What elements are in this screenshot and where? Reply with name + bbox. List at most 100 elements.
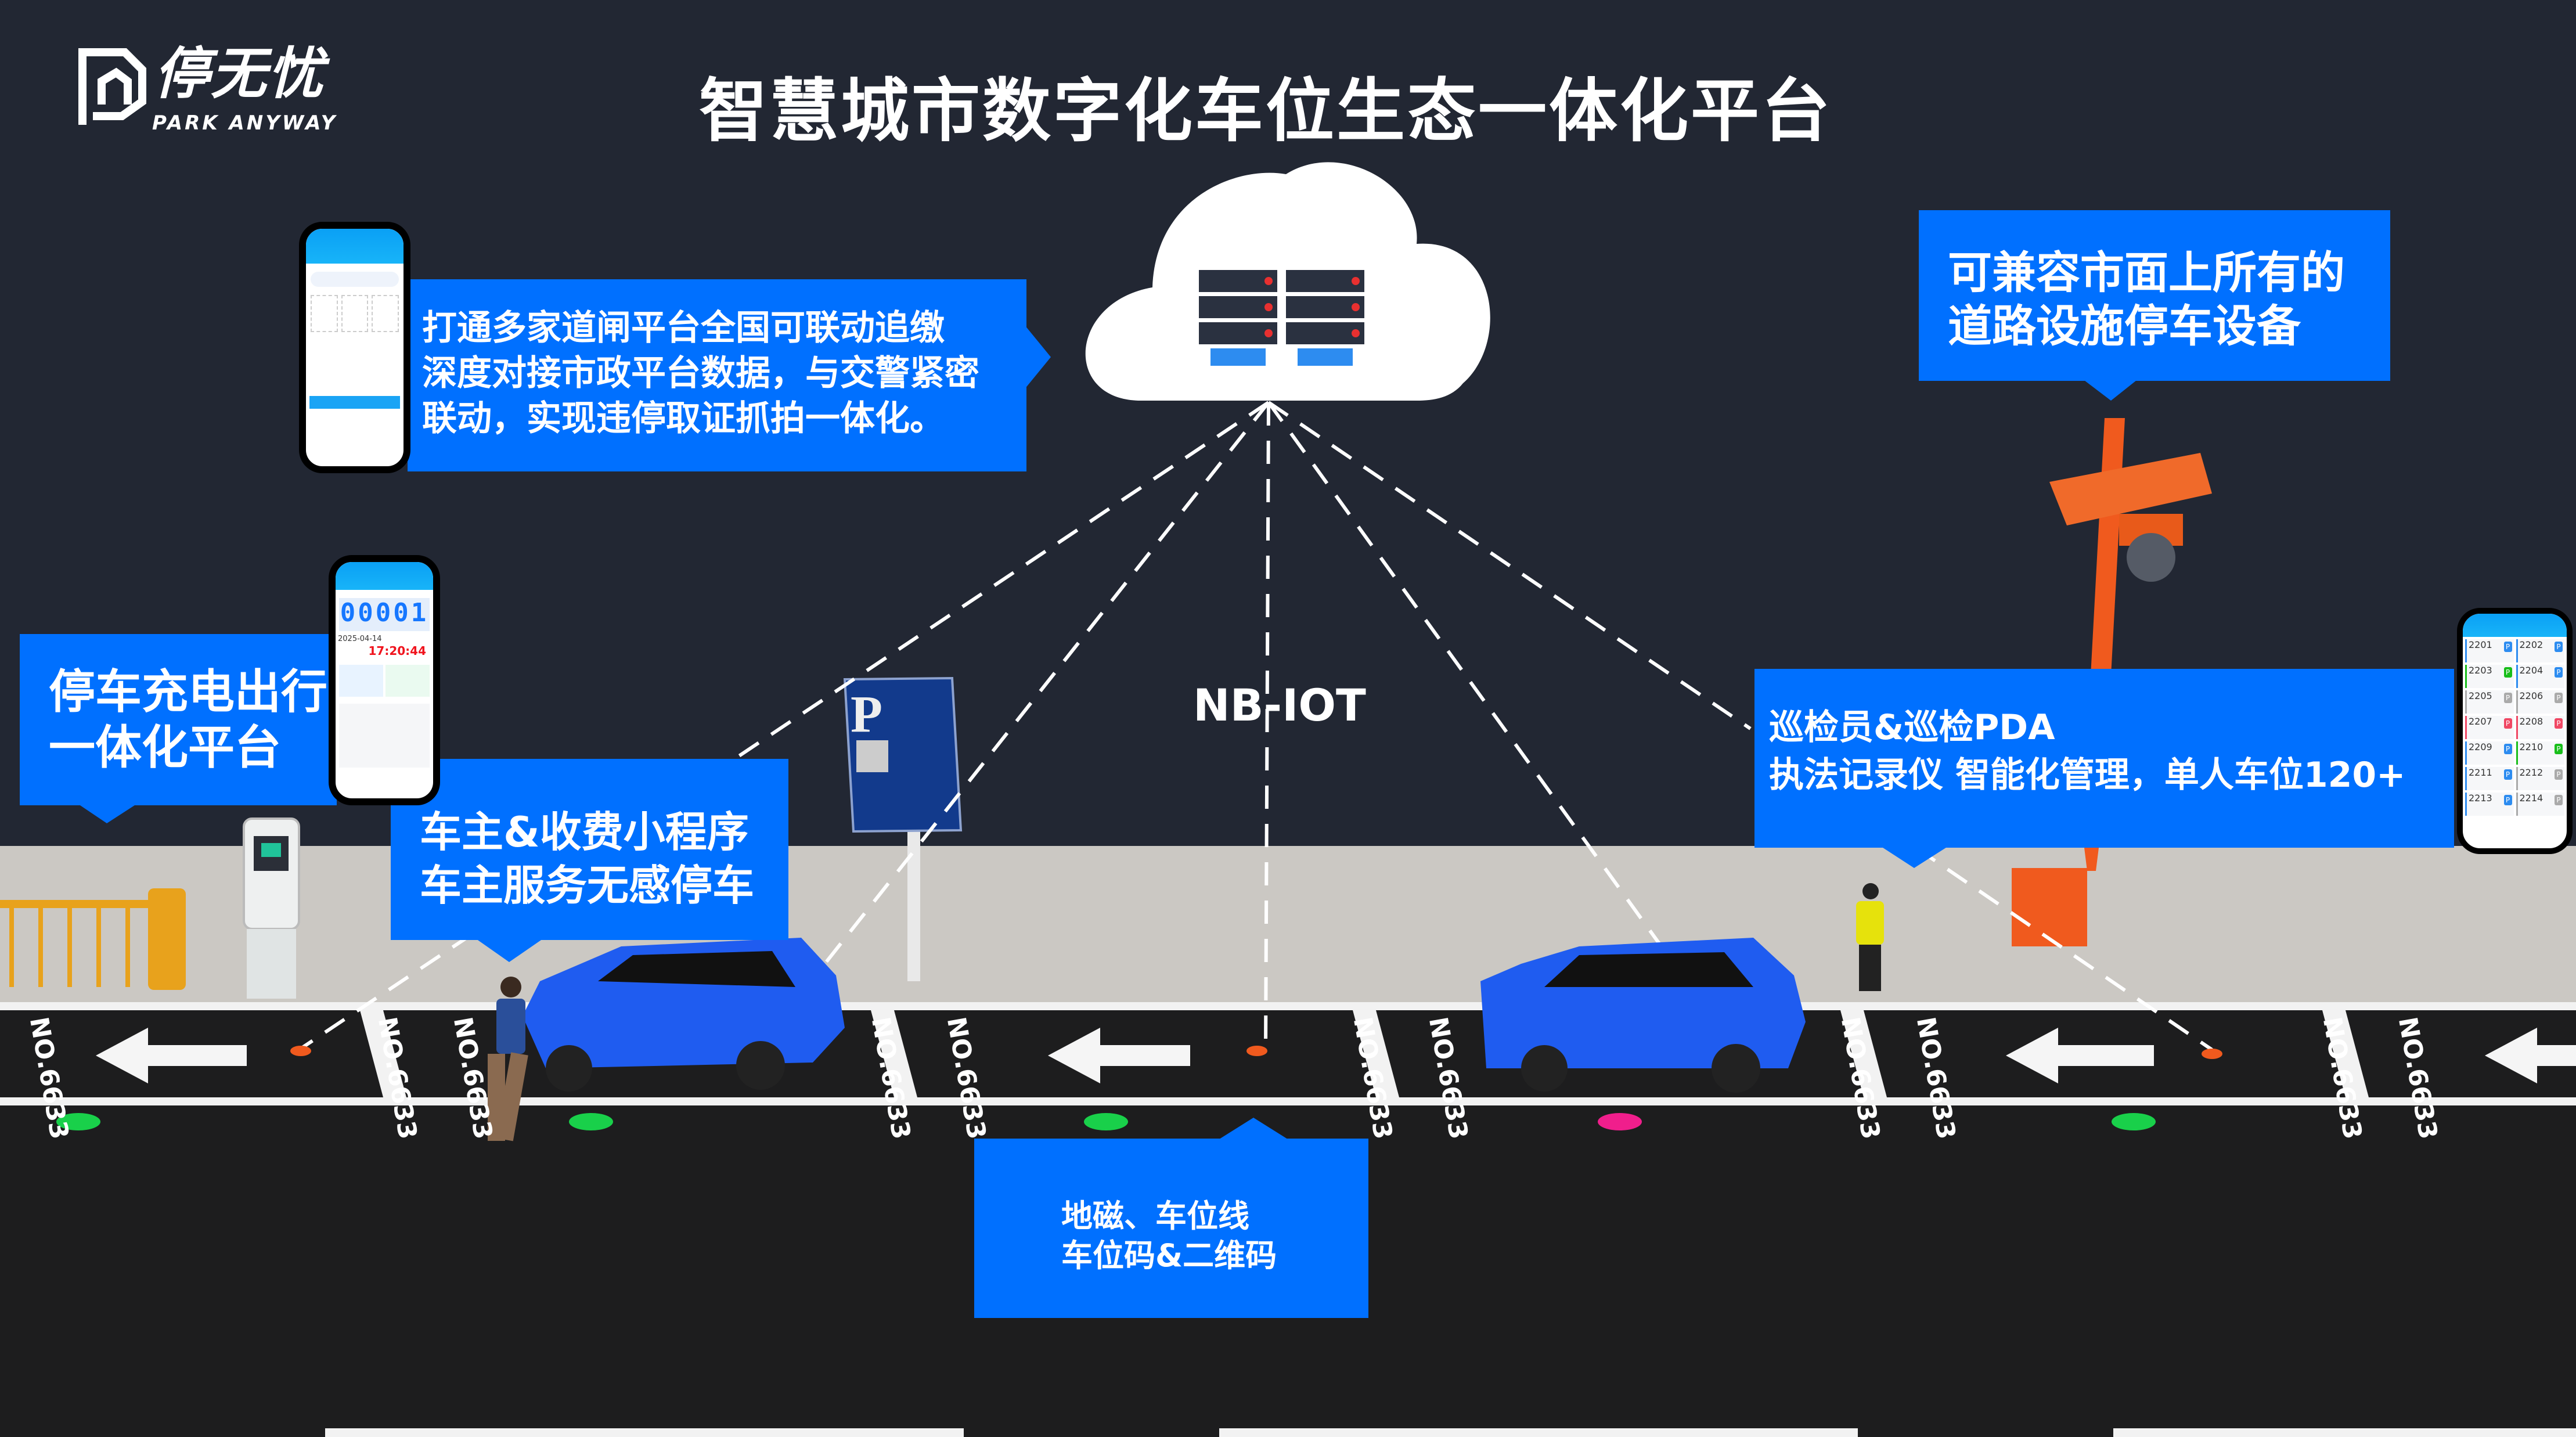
callout-line: 联动，实现违停取证抓拍一体化。: [422, 398, 945, 439]
pda-slot-cell[interactable]: 2212 P: [2516, 767, 2564, 790]
server-rack-icon: [1199, 270, 1364, 366]
callout-line: 一体化平台: [49, 721, 281, 775]
pda-slot-cell[interactable]: 2206 P: [2516, 690, 2564, 714]
pda-slot-cell[interactable]: 2201 P: [2465, 639, 2514, 662]
logo-name-cn: 停无忧: [154, 41, 325, 106]
parking-status-icon: P: [2555, 744, 2563, 754]
slot-number: 2205: [2469, 690, 2492, 701]
callout-municipal: 打通多家道闸平台全国可联动追缴 深度对接市政平台数据，与交警紧密 联动，实现违停…: [408, 279, 1026, 471]
slot-indicator: [569, 1113, 613, 1130]
slot-indicator: [56, 1113, 100, 1130]
callout-compatible: 可兼容市面上所有的 道路设施停车设备: [1919, 210, 2390, 381]
cloud-server-icon: [1085, 162, 1490, 401]
parking-status-icon: P: [2555, 718, 2563, 729]
callout-charging: 停车充电出行 一体化平台: [20, 634, 337, 805]
pda-slot-cell[interactable]: 2214 P: [2516, 793, 2564, 816]
slot-number: 2212: [2519, 767, 2543, 778]
road-line-bottom: [0, 1097, 2576, 1105]
iot-connection-lines: [298, 401, 2213, 1051]
slot-number: 2214: [2519, 793, 2543, 804]
road-bottom-dashes: [325, 1428, 2576, 1437]
callout-line: 打通多家道闸平台全国可联动追缴: [422, 308, 945, 348]
phone-enforcement-app: [299, 222, 410, 473]
road-line-top: [0, 1002, 2576, 1010]
parking-code: 00001: [340, 598, 429, 628]
callout-pointers: [78, 325, 2137, 1139]
callout-line: 停车充电出行: [49, 665, 327, 719]
slot-number: 2204: [2519, 665, 2543, 676]
slot-indicator: [2112, 1113, 2156, 1130]
pda-slot-cell[interactable]: 2210 P: [2516, 741, 2564, 765]
logo-icon: [78, 48, 146, 125]
pda-slot-cell[interactable]: 2202 P: [2516, 639, 2564, 662]
callout-line: 可兼容市面上所有的: [1948, 247, 2345, 298]
parking-status-icon: P: [2555, 795, 2563, 805]
slot-indicator: [1084, 1113, 1128, 1130]
parking-status-icon: P: [2503, 718, 2512, 729]
parking-status-icon: P: [2503, 642, 2512, 652]
parking-status-icon: P: [2503, 667, 2512, 678]
parking-sign: P: [843, 676, 963, 981]
pda-slot-cell[interactable]: 2203 P: [2465, 665, 2514, 688]
car-left: [523, 938, 845, 1092]
sign-letter: P: [851, 686, 882, 743]
parking-status-icon: P: [2503, 744, 2512, 754]
entry-date: 2025-04-14: [338, 635, 382, 643]
pda-slot-cell[interactable]: 2204 P: [2516, 665, 2564, 688]
parking-status-icon: P: [2555, 769, 2563, 780]
pda-slot-cell[interactable]: 2205 P: [2465, 690, 2514, 714]
callout-line: 车主服务无感停车: [420, 861, 755, 910]
geomagnetic-sensor: [1246, 1046, 1267, 1056]
parking-status-icon: P: [2555, 693, 2563, 703]
nb-iot-label: NB-IOT: [1193, 679, 1366, 731]
sensors: [56, 1046, 2222, 1130]
parking-status-icon: P: [2555, 642, 2563, 652]
logo-name-en: PARK ANYWAY: [152, 111, 338, 135]
callout-line: 执法记录仪 智能化管理，单人车位120+: [1769, 755, 2406, 795]
barrier-gate: [0, 888, 186, 990]
callout-line: 道路设施停车设备: [1948, 300, 2301, 352]
parking-status-icon: P: [2503, 795, 2512, 805]
geomagnetic-sensor: [2202, 1049, 2222, 1059]
slot-number: 2207: [2469, 716, 2492, 727]
callout-sensor: 地磁、车位线 车位码&二维码: [974, 1139, 1368, 1318]
slot-indicator: [1598, 1113, 1642, 1130]
pda-slot-cell[interactable]: 2211 P: [2465, 767, 2514, 790]
car-right: [1480, 938, 1806, 1093]
ev-charger: [243, 817, 300, 999]
slot-number: 2202: [2519, 639, 2543, 650]
patrol-officer: [1856, 883, 1884, 991]
pda-slot-cell[interactable]: 2208 P: [2516, 716, 2564, 739]
pda-slot-cell[interactable]: 2207 P: [2465, 716, 2514, 739]
slot-number: 2209: [2469, 741, 2492, 752]
callout-patrol: 巡检员&巡检PDA 执法记录仪 智能化管理，单人车位120+: [1754, 669, 2454, 848]
slot-number: 2210: [2519, 741, 2543, 752]
slot-number: 2213: [2469, 793, 2492, 804]
geomagnetic-sensor: [290, 1046, 311, 1056]
slot-number: 2201: [2469, 639, 2492, 650]
sidewalk: [0, 846, 2576, 1006]
pda-slot-cell[interactable]: 2213 P: [2465, 793, 2514, 816]
parking-status-icon: P: [2503, 693, 2512, 703]
slot-dividers: [360, 1010, 2369, 1097]
callout-line: 深度对接市政平台数据，与交警紧密: [422, 353, 979, 394]
callout-line: 车主&收费小程序: [420, 808, 749, 856]
slot-number: 2208: [2519, 716, 2543, 727]
callout-owner: 车主&收费小程序 车主服务无感停车: [391, 759, 788, 940]
page-title: 智慧城市数字化车位生态一体化平台: [698, 71, 1832, 151]
slot-number: 2211: [2469, 767, 2492, 778]
slot-number: 2206: [2519, 690, 2543, 701]
parking-status-icon: P: [2503, 769, 2512, 780]
phone-owner-miniapp: 00001 2025-04-14 17:20:44: [329, 555, 440, 805]
pedestrian: [488, 977, 528, 1141]
slot-number: 2203: [2469, 665, 2492, 676]
parking-time: 17:20:44: [368, 644, 427, 658]
camera-icon: [2049, 453, 2212, 525]
callout-line: 地磁、车位线: [1061, 1198, 1249, 1234]
callout-line: 车位码&二维码: [1061, 1237, 1277, 1274]
parking-status-icon: P: [2555, 667, 2563, 678]
pda-slot-cell[interactable]: 2209 P: [2465, 741, 2514, 765]
callout-line: 巡检员&巡检PDA: [1769, 707, 2055, 748]
